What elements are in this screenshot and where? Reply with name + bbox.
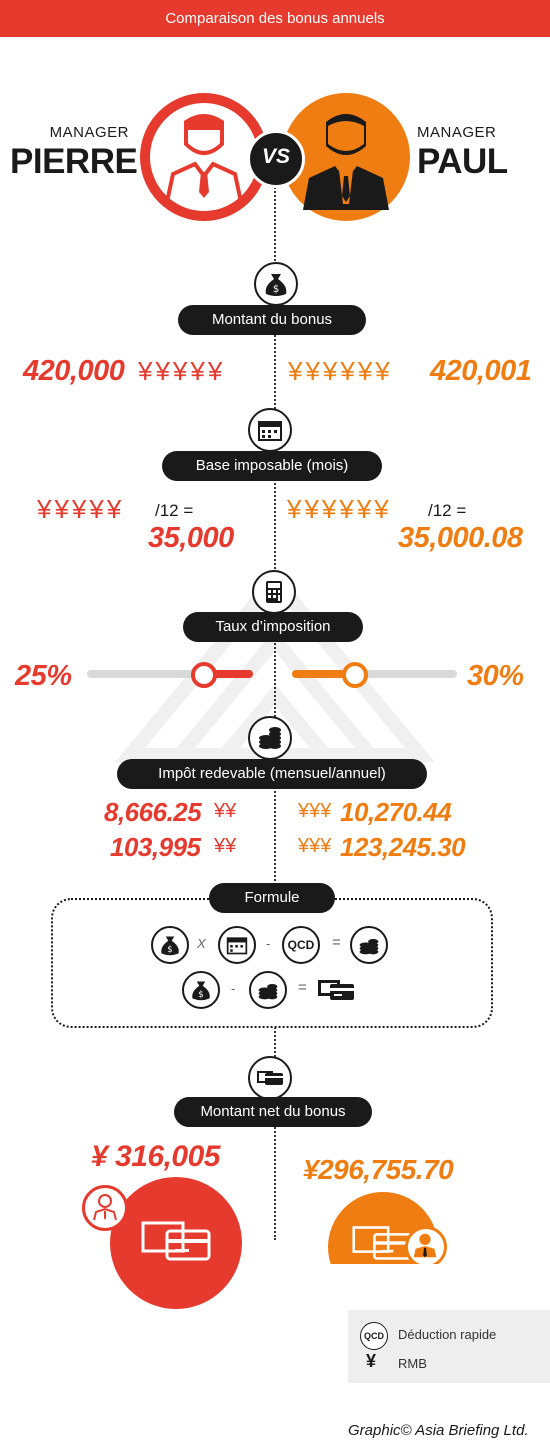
bonus-right-value: 420,001 <box>430 355 532 387</box>
legend-qcd-label: Déduction rapide <box>398 1327 497 1342</box>
impot-left-annual-yen: ¥¥ <box>214 835 237 857</box>
calculator-icon <box>252 570 296 614</box>
formula-calendar-icon <box>218 926 256 964</box>
net-cash-card-icon <box>248 1056 292 1100</box>
manager-left-role: MANAGER <box>49 124 129 141</box>
base-right-yen: ¥¥¥¥¥¥ <box>287 494 392 524</box>
section-label-formule: Formule <box>209 883 335 913</box>
section-label-taux: Taux d’imposition <box>183 612 363 642</box>
section-label-base: Base imposable (mois) <box>162 451 382 481</box>
taux-left-slider-knob <box>191 662 217 688</box>
svg-text:$: $ <box>198 990 203 1000</box>
formula2-coin-stack-icon <box>249 971 287 1009</box>
section-label-impot: Impôt redevable (mensuel/annuel) <box>117 759 427 789</box>
manager-left-name: PIERRE <box>10 142 138 181</box>
base-left-divisor: /12 = <box>155 501 194 520</box>
formula-equals-2: = <box>298 979 307 996</box>
net-left-person-icon <box>93 1194 117 1221</box>
formula-coin-stack-icon <box>350 926 388 964</box>
impot-right-annual-yen: ¥¥¥ <box>298 835 332 857</box>
formula-cash-card-icon <box>318 980 354 1000</box>
taux-right-slider-knob <box>342 662 368 688</box>
bonus-left-value: 420,000 <box>23 355 125 387</box>
net-right-value: ¥296,755.70 <box>303 1154 454 1185</box>
taux-right-slider-fill <box>292 670 354 678</box>
net-left-avatar-badge <box>82 1185 128 1231</box>
impot-right-monthly: 10,270.44 <box>340 797 452 827</box>
manager-right-avatar-icon <box>282 93 410 221</box>
svg-text:$: $ <box>273 284 279 295</box>
header-title: Comparaison des bonus annuels <box>0 0 550 37</box>
taux-left-label: 25% <box>15 660 72 692</box>
taux-right-label: 30% <box>467 660 524 692</box>
legend-qcd-text: QCD <box>364 1331 384 1341</box>
bonus-left-yen: ¥¥¥¥¥ <box>138 356 226 386</box>
legend-yen-label: RMB <box>398 1356 427 1371</box>
manager-right-name: PAUL <box>417 142 508 181</box>
formula2-money-bag-icon: $ <box>182 971 220 1009</box>
calendar-icon <box>248 408 292 452</box>
formula-minus-2: - <box>231 981 236 996</box>
vs-badge <box>247 130 305 188</box>
taux-right-slider-track <box>292 670 457 678</box>
net-right-person-icon <box>413 1233 437 1258</box>
base-left-value: 35,000 <box>148 522 234 554</box>
formula-equals-1: = <box>332 934 341 951</box>
formula-minus-1: - <box>266 936 271 951</box>
taux-left-slider-fill <box>203 670 253 678</box>
net-left-value: ¥ 316,005 <box>91 1140 220 1173</box>
legend-qcd-badge: QCD <box>360 1322 388 1350</box>
legend-yen-symbol: ¥ <box>366 1351 377 1371</box>
formula-qcd-text: QCD <box>287 938 315 952</box>
circle-cut-mask <box>300 1264 460 1314</box>
svg-text:$: $ <box>167 945 172 955</box>
formula-times: X <box>197 936 206 951</box>
impot-right-monthly-yen: ¥¥¥ <box>298 800 332 822</box>
manager-right-role: MANAGER <box>417 124 497 141</box>
impot-left-monthly-yen: ¥¥ <box>214 800 237 822</box>
impot-left-annual: 103,995 <box>110 832 201 862</box>
net-left-card-icon <box>141 1221 211 1261</box>
formula-qcd-badge: QCD <box>282 926 320 964</box>
bonus-right-yen: ¥¥¥¥¥¥ <box>288 356 393 386</box>
impot-right-annual: 123,245.30 <box>340 832 466 862</box>
base-left-yen: ¥¥¥¥¥ <box>37 494 125 524</box>
impot-left-monthly: 8,666.25 <box>104 797 202 827</box>
taux-left-slider-track <box>87 670 253 678</box>
center-divider-line <box>274 180 276 1240</box>
base-right-value: 35,000.08 <box>398 522 523 554</box>
base-right-divisor: /12 = <box>428 501 467 520</box>
money-bag-icon: $ <box>254 262 298 306</box>
vs-label: VS <box>261 145 290 168</box>
credit-text: Graphic© Asia Briefing Ltd. <box>348 1422 529 1439</box>
coin-stack-icon <box>248 716 292 760</box>
formula-money-bag-icon: $ <box>151 926 189 964</box>
section-label-net: Montant net du bonus <box>174 1097 372 1127</box>
section-label-bonus: Montant du bonus <box>178 305 366 335</box>
